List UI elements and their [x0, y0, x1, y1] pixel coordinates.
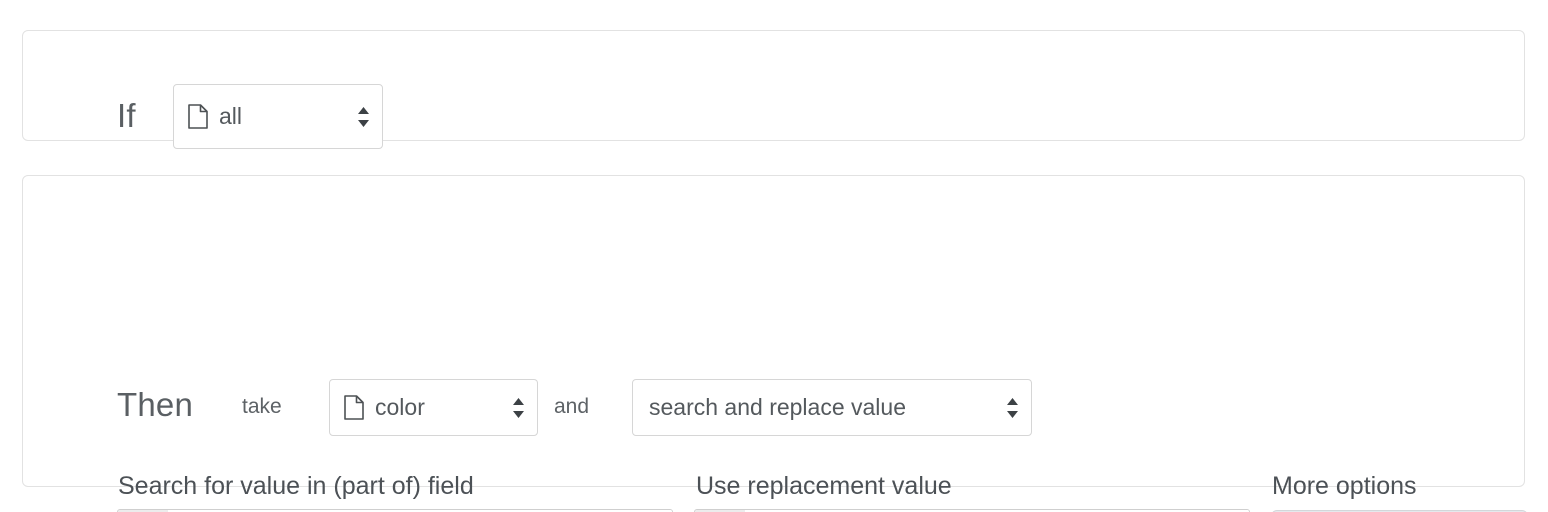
replace-column-title: Use replacement value: [696, 472, 952, 500]
replace-editor-gutter: 1 2: [695, 510, 745, 512]
spinner-arrows-icon: [358, 106, 369, 127]
action-select-value: search and replace value: [649, 394, 906, 420]
if-keyword-label: If: [117, 97, 136, 134]
then-keyword-label: Then: [117, 386, 194, 423]
field-select-value: color: [375, 394, 425, 420]
spinner-arrows-icon: [1007, 397, 1018, 418]
search-column-title: Search for value in (part of) field: [118, 472, 474, 500]
then-panel: Then take color and search and replace v…: [22, 175, 1528, 512]
field-select[interactable]: color: [329, 379, 538, 436]
search-editor-gutter: 1 2: [118, 510, 168, 512]
more-options-title: More options: [1272, 472, 1417, 500]
spinner-arrows-icon: [513, 397, 524, 418]
scope-select-value: all: [219, 103, 243, 129]
action-select[interactable]: search and replace value: [632, 379, 1032, 436]
replace-editor-text[interactable]: red blue: [745, 510, 1249, 512]
scope-select[interactable]: all: [173, 84, 383, 149]
search-value-editor[interactable]: 1 2 bordeaux turquoise: [117, 509, 673, 512]
replacement-value-editor[interactable]: 1 2 red blue: [694, 509, 1250, 512]
search-editor-text[interactable]: bordeaux turquoise: [168, 510, 672, 512]
and-label: and: [554, 395, 590, 418]
if-panel: If all: [22, 30, 1525, 149]
file-icon: [344, 395, 364, 420]
take-label: take: [242, 395, 282, 418]
file-icon: [188, 104, 208, 129]
